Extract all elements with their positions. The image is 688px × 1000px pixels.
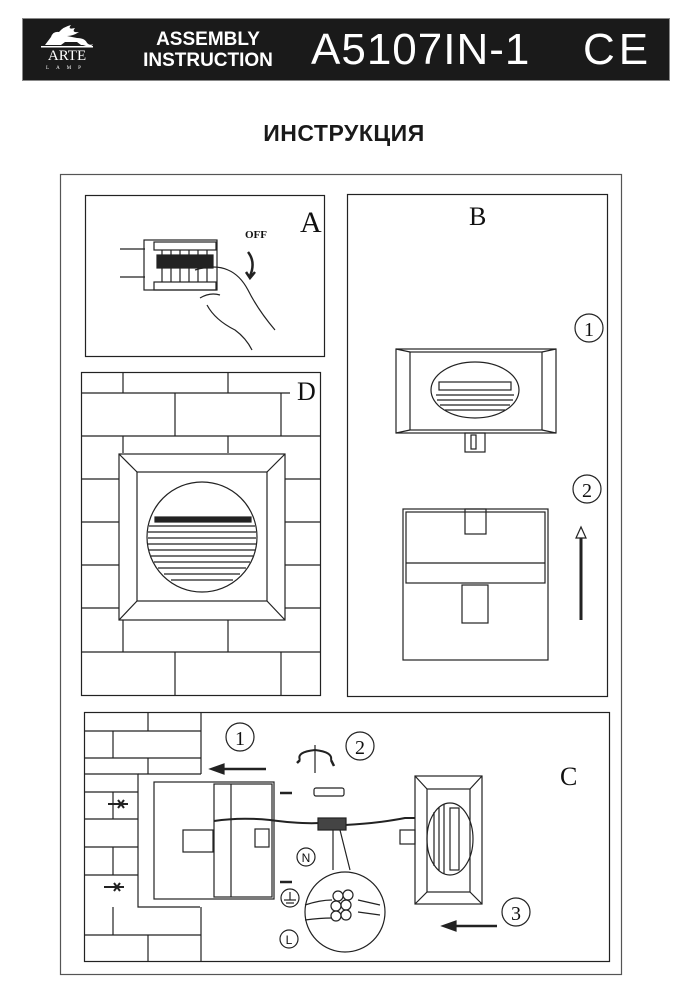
mounting-box-view xyxy=(402,508,549,661)
neutral-wire-badge: N xyxy=(296,847,316,867)
panel-c-label: C xyxy=(560,762,577,791)
step-1-badge-c: 1 xyxy=(225,722,255,752)
panel-d: D xyxy=(80,371,322,697)
terminal-block xyxy=(313,787,347,831)
cable xyxy=(213,817,415,826)
svg-text:2: 2 xyxy=(582,480,592,502)
svg-text:L: L xyxy=(286,933,293,947)
step-1-badge: 1 xyxy=(574,313,604,343)
fixture-front-view xyxy=(395,348,557,453)
live-wire-badge: L xyxy=(279,929,299,949)
hand-icon xyxy=(194,266,276,351)
header-banner: ARTE LAMP ASSEMBLY INSTRUCTION A5107IN-1… xyxy=(22,18,670,81)
brick-wall xyxy=(82,372,320,695)
ce-mark: CE xyxy=(583,25,653,74)
panel-d-label: D xyxy=(297,377,316,406)
brand-name: ARTE xyxy=(47,48,87,64)
model-number: A5107IN-1 xyxy=(311,25,531,74)
panel-a-label: A xyxy=(300,206,322,239)
installed-fixture xyxy=(118,453,286,621)
svg-text:3: 3 xyxy=(511,903,521,925)
outer-frame xyxy=(59,173,623,976)
ground-icon xyxy=(280,888,300,908)
up-arrow-icon xyxy=(575,525,587,620)
brand-logo: ARTE LAMP xyxy=(37,23,97,77)
left-arrow-icon-step-3 xyxy=(440,920,497,932)
panel-a: A OFF xyxy=(84,194,326,358)
document-type-line2: INSTRUCTION xyxy=(143,50,273,71)
wiring-detail-zoom xyxy=(304,829,386,953)
step-3-badge: 3 xyxy=(501,897,531,927)
document-type-line1: ASSEMBLY xyxy=(156,29,260,50)
circuit-breaker-icon xyxy=(120,239,218,291)
rotate-screwdriver-icon xyxy=(296,745,336,773)
document-type: ASSEMBLY INSTRUCTION xyxy=(133,29,283,71)
svg-text:N: N xyxy=(302,851,311,865)
griffin-icon xyxy=(41,25,93,48)
panel-b: B 1 2 xyxy=(346,193,609,698)
brick-wall-cutaway xyxy=(85,713,202,962)
svg-text:1: 1 xyxy=(584,319,594,341)
left-arrow-icon xyxy=(208,763,266,775)
svg-text:2: 2 xyxy=(355,737,365,759)
brand-subname: LAMP xyxy=(46,66,88,71)
page-title: ИНСТРУКЦИЯ xyxy=(263,120,425,146)
wall-anchor-icon xyxy=(104,799,128,892)
down-arrow-icon xyxy=(244,251,256,281)
panel-c: C 1 xyxy=(83,711,611,963)
panel-b-label: B xyxy=(469,202,486,231)
screw-icon xyxy=(280,791,292,884)
svg-text:1: 1 xyxy=(235,728,245,750)
step-2-badge: 2 xyxy=(572,474,602,504)
step-2-badge-c: 2 xyxy=(345,731,375,761)
mounting-box xyxy=(153,781,275,900)
off-label: OFF xyxy=(245,229,267,241)
fixture-side-view xyxy=(399,775,483,905)
